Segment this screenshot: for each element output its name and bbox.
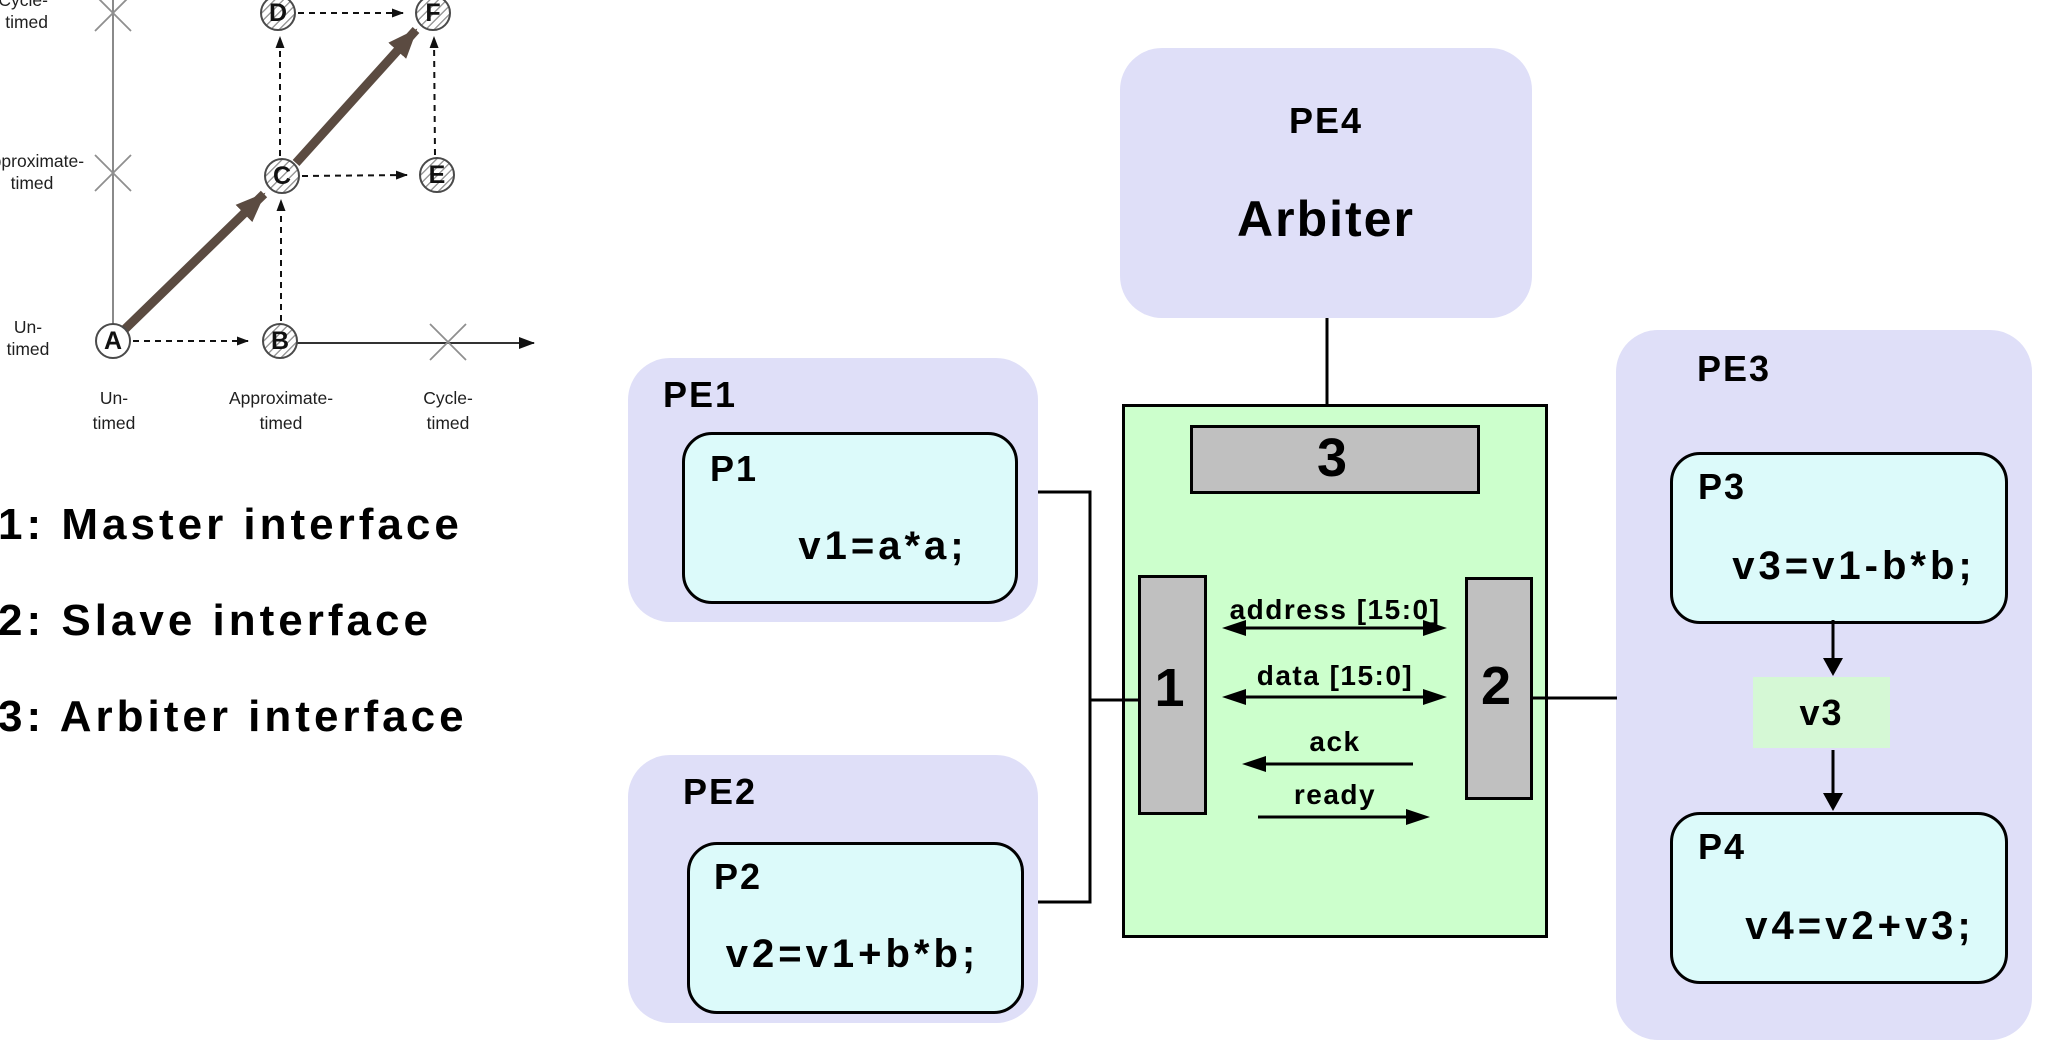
legend-slave-interface: 2: Slave interface bbox=[0, 596, 432, 645]
x-axis-label-approximate-timed: Approximate-timed bbox=[228, 388, 334, 433]
master-interface-box bbox=[1138, 575, 1207, 815]
p4-box bbox=[1670, 812, 2008, 984]
p4-title: P4 bbox=[1698, 826, 1747, 867]
slave-interface-number: 2 bbox=[1480, 656, 1512, 716]
p1-title: P1 bbox=[710, 448, 759, 489]
p3-box bbox=[1670, 452, 2008, 624]
y-axis-label-cycle-timed: Cycle-timed bbox=[0, 0, 48, 32]
graph-node-f-label: F bbox=[425, 0, 441, 27]
pe2-title: PE2 bbox=[683, 771, 758, 812]
signal-data-label: data [15:0] bbox=[1256, 660, 1414, 691]
pe4-role-label: Arbiter bbox=[1237, 191, 1415, 247]
legend-master-interface: 1: Master interface bbox=[0, 500, 463, 549]
graph-node-b-label: B bbox=[270, 326, 290, 355]
graph-node-c: C bbox=[264, 158, 300, 194]
p2-code: v2=v1+b*b; bbox=[725, 932, 980, 976]
graph-node-d: D bbox=[260, 0, 296, 31]
graph-node-a-label: A bbox=[103, 326, 123, 355]
p3-title: P3 bbox=[1698, 466, 1747, 507]
graph-node-e: E bbox=[419, 157, 455, 193]
graph-node-b: B bbox=[262, 323, 298, 359]
graph-node-e-label: E bbox=[428, 160, 446, 189]
signal-ack-label: ack bbox=[1309, 726, 1361, 757]
graph-node-f: F bbox=[415, 0, 451, 31]
graph-node-c-label: C bbox=[272, 161, 292, 190]
v3-variable-box bbox=[1753, 677, 1890, 748]
pe3-title: PE3 bbox=[1697, 348, 1772, 389]
arbiter-interface-box bbox=[1190, 425, 1480, 494]
signal-ready-label: ready bbox=[1293, 779, 1377, 810]
v3-variable-label: v3 bbox=[1799, 692, 1844, 733]
arbiter-interface-number: 3 bbox=[1316, 428, 1348, 488]
graph-node-d-label: D bbox=[268, 0, 288, 27]
p2-title: P2 bbox=[714, 856, 763, 897]
x-axis-label-un-timed: Un-timed bbox=[92, 388, 136, 433]
p4-code: v4=v2+v3; bbox=[1745, 904, 1975, 948]
slave-interface-box bbox=[1465, 577, 1533, 800]
pe4-title: PE4 bbox=[1288, 100, 1364, 141]
p1-code: v1=a*a; bbox=[798, 524, 968, 568]
y-axis-label-un-timed: Un-timed bbox=[6, 317, 50, 359]
p1-box bbox=[682, 432, 1018, 604]
p2-box bbox=[687, 842, 1024, 1014]
master-interface-number: 1 bbox=[1154, 658, 1185, 718]
p3-code: v3=v1-b*b; bbox=[1732, 544, 1976, 588]
graph-node-a: A bbox=[95, 323, 131, 359]
pe4-box bbox=[1120, 48, 1532, 318]
y-axis-label-approximate-timed: Approximate-timed bbox=[0, 151, 85, 193]
x-axis-label-cycle-timed: Cycle-timed bbox=[423, 388, 473, 433]
pe1-title: PE1 bbox=[663, 374, 738, 415]
signal-address-label: address [15:0] bbox=[1229, 594, 1441, 625]
legend-arbiter-interface: 3: Arbiter interface bbox=[0, 692, 468, 741]
